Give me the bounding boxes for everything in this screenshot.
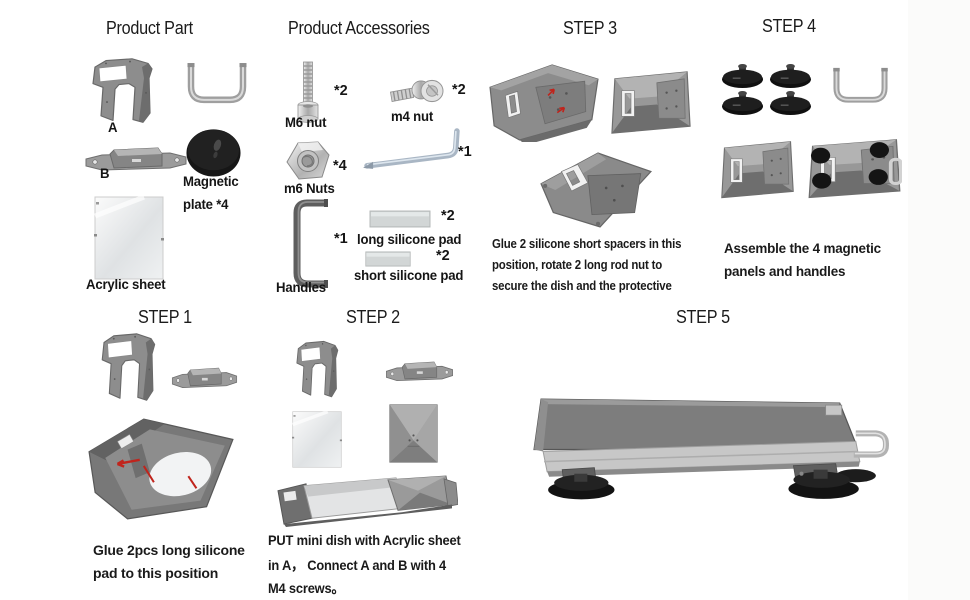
step2-part-b-illustration bbox=[385, 357, 454, 384]
handle-label: Handles bbox=[276, 279, 326, 295]
allen-key-qty: *1 bbox=[458, 144, 472, 160]
step4-panel-left-illustration bbox=[720, 139, 795, 204]
step4-title: STEP 4 bbox=[762, 16, 816, 36]
m6-bolt-label: M6 nut bbox=[285, 114, 327, 130]
step4-instruction-line1: Assemble the 4 magnetic bbox=[724, 240, 881, 256]
step3-panel-right-illustration bbox=[610, 69, 692, 140]
magnet-disc-illustration bbox=[769, 90, 812, 116]
step2-title: STEP 2 bbox=[346, 307, 400, 327]
step3-instruction-line2: position, rotate 2 long rod nut to bbox=[492, 257, 663, 272]
handle-qty: *1 bbox=[334, 231, 348, 247]
step2-part-a-illustration bbox=[292, 339, 342, 400]
step2-instruction-line1: PUT mini dish with Acrylic sheet bbox=[268, 532, 461, 548]
part-a-illustration bbox=[86, 56, 158, 126]
step2-dish-back-illustration bbox=[388, 403, 439, 464]
m6-hex-nut-illustration bbox=[285, 140, 331, 182]
step3-instruction-line3: secure the dish and the protective bbox=[492, 278, 672, 293]
magnetic-plate-label-line1: Magnetic bbox=[183, 173, 239, 189]
step1-title: STEP 1 bbox=[138, 307, 192, 327]
step2-acrylic-illustration bbox=[292, 411, 342, 468]
step3-panel-bottom-illustration bbox=[535, 149, 657, 231]
m4-screw-label: m4 nut bbox=[391, 108, 434, 124]
part-a-label: A bbox=[108, 119, 118, 135]
magnet-disc-illustration bbox=[721, 63, 764, 89]
step1-instruction-line1: Glue 2pcs long silicone bbox=[93, 542, 245, 558]
step2-assembled-illustration bbox=[276, 475, 458, 528]
allen-key-illustration bbox=[363, 127, 466, 176]
step4-panel-with-magnets-illustration bbox=[807, 137, 902, 204]
step5-assembled-product-illustration bbox=[524, 389, 894, 510]
short-silicone-pad-illustration bbox=[365, 251, 411, 267]
step1-part-a-illustration bbox=[96, 331, 160, 404]
step5-title: STEP 5 bbox=[676, 307, 730, 327]
step3-instruction-line1: Glue 2 silicone short spacers in this bbox=[492, 236, 682, 251]
u-handle-illustration bbox=[184, 62, 250, 107]
step1-instruction-line2: pad to this position bbox=[93, 565, 219, 581]
magnetic-plate-label-line2: plate *4 bbox=[183, 196, 229, 212]
magnet-disc-illustration bbox=[721, 90, 764, 116]
magnetic-plate-illustration bbox=[185, 126, 242, 178]
acrylic-sheet-illustration bbox=[94, 196, 164, 280]
step1-dish-illustration bbox=[83, 411, 241, 525]
step4-instruction-line2: panels and handles bbox=[724, 263, 846, 279]
step2-instruction-line3: M4 screws。 bbox=[268, 580, 345, 596]
step3-panel-with-arrows-illustration bbox=[487, 63, 601, 142]
acrylic-sheet-label: Acrylic sheet bbox=[86, 276, 166, 292]
m4-screw-qty: *2 bbox=[452, 82, 466, 98]
m6-hex-nut-qty: *4 bbox=[333, 158, 347, 174]
product-accessories-title: Product Accessories bbox=[288, 18, 430, 38]
part-b-label: B bbox=[100, 165, 110, 181]
product-part-title: Product Part bbox=[106, 18, 193, 38]
step3-title: STEP 3 bbox=[563, 18, 617, 38]
long-silicone-pad-qty: *2 bbox=[441, 208, 455, 224]
handle-accessory-illustration bbox=[290, 197, 330, 291]
step2-instruction-line2: in A， Connect A and B with 4 bbox=[268, 557, 447, 573]
m6-hex-nut-label: m6 Nuts bbox=[284, 180, 335, 196]
magnet-disc-illustration bbox=[769, 63, 812, 89]
step1-part-b-illustration bbox=[171, 363, 238, 391]
m4-screw-illustration bbox=[388, 72, 446, 110]
step4-u-handle-illustration bbox=[830, 67, 891, 106]
short-silicone-pad-qty: *2 bbox=[436, 248, 450, 264]
long-silicone-pad-illustration bbox=[369, 210, 431, 228]
short-silicone-pad-label: short silicone pad bbox=[354, 267, 464, 283]
right-margin-strip bbox=[908, 0, 970, 600]
m6-bolt-qty: *2 bbox=[334, 83, 348, 99]
long-silicone-pad-label: long silicone pad bbox=[357, 231, 462, 247]
